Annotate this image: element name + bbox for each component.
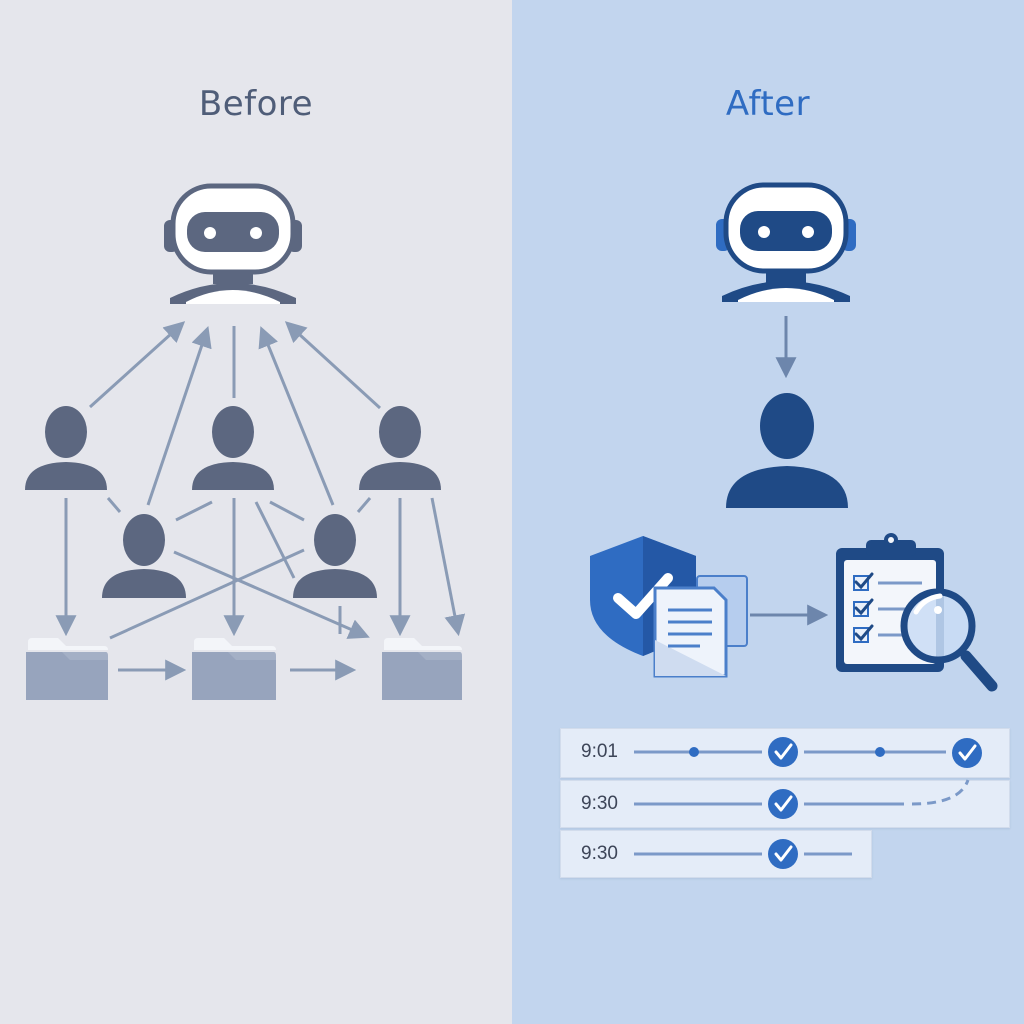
timeline-dot — [875, 747, 885, 757]
folder-icon — [192, 638, 276, 700]
person-icon — [102, 514, 186, 598]
check-circle-icon — [768, 839, 798, 869]
timeline-tracks — [634, 750, 970, 856]
timeline-time: 9:30 — [581, 843, 618, 864]
after-robot-icon — [716, 182, 856, 302]
person-icon — [293, 514, 377, 598]
folder-icon — [382, 638, 462, 700]
check-circle-icon — [768, 789, 798, 819]
arrow-cross-e — [269, 500, 305, 522]
folder-icon — [26, 638, 108, 700]
timeline-time: 9:01 — [581, 741, 618, 762]
arrow-cross-d — [175, 500, 213, 522]
arrow-cross-b — [109, 548, 305, 640]
before-title: Before — [198, 84, 314, 124]
arrow-cross-a — [173, 550, 370, 639]
arrow-cross-g — [356, 497, 372, 513]
arrow-cross-c — [254, 501, 296, 579]
check-circle-icon — [952, 738, 982, 768]
timeline-checks — [768, 737, 982, 869]
before-panel — [0, 0, 512, 1024]
arrow-person3-to-folder3b — [430, 497, 466, 637]
timeline-row: 9:01 — [560, 728, 1010, 778]
timeline-time: 9:30 — [581, 793, 618, 814]
person-icon — [359, 406, 441, 490]
before-robot-icon — [164, 183, 302, 304]
arrow-person3-to-robot — [284, 321, 382, 410]
person-icon — [192, 406, 274, 490]
check-circle-icon — [768, 737, 798, 767]
timeline-dots — [689, 747, 885, 757]
person-icon — [25, 406, 107, 490]
arrow-person1-to-robot — [88, 321, 186, 409]
after-title: After — [725, 84, 811, 124]
before-folder-icons — [26, 638, 462, 700]
arrow-person5-to-robot — [258, 326, 335, 506]
before-person-icons — [25, 406, 441, 598]
document-icon — [653, 575, 748, 678]
arrow-person4-to-robot — [146, 326, 212, 506]
arrow-cross-f — [106, 497, 122, 513]
timeline-dot — [689, 747, 699, 757]
magnifier-icon — [900, 588, 998, 692]
before-arrows — [55, 321, 466, 681]
after-person-icon — [726, 393, 848, 508]
